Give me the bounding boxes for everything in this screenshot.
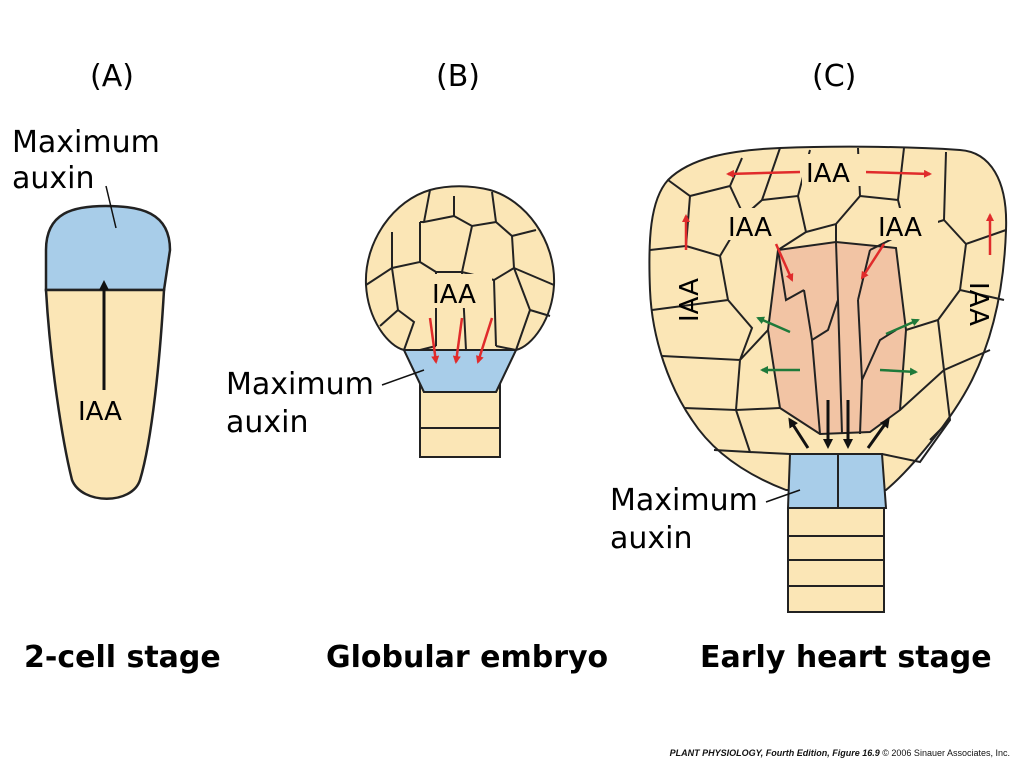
- figure-credit: PLANT PHYSIOLOGY, Fourth Edition, Figure…: [670, 748, 1010, 758]
- leader-line-c: [765, 489, 801, 503]
- iaa-label-c-right-vertical: IAA: [963, 282, 993, 326]
- iaa-arrows-b: [428, 317, 494, 364]
- iaa-right-inner-bg-c: [876, 208, 938, 240]
- stage-caption-c: Early heart stage: [700, 640, 992, 675]
- panel-c-label: (C): [812, 59, 856, 94]
- copyright-notice: © 2006 Sinauer Associates, Inc.: [882, 748, 1010, 758]
- iaa-label-c-left-inner: IAA: [728, 213, 772, 243]
- iaa-label-c-right-inner: IAA: [878, 213, 922, 243]
- globular-embryo: [364, 185, 556, 458]
- iaa-top-bg-c: [802, 154, 866, 186]
- iaa-label-c-top: IAA: [806, 159, 850, 189]
- leader-line-a: [105, 185, 117, 229]
- iaa-arrows-c-green: [756, 316, 920, 376]
- iaa-label-bg-b: [430, 274, 492, 308]
- iaa-arrows-c-red: [682, 169, 994, 282]
- panel-a-label: (A): [90, 59, 134, 94]
- two-cell-embryo: [44, 204, 172, 500]
- book-reference: PLANT PHYSIOLOGY, Fourth Edition, Figure…: [669, 748, 880, 758]
- stage-caption-a: 2-cell stage: [24, 640, 221, 675]
- max-auxin-label-b-line1: Maximum: [226, 367, 374, 402]
- stage-caption-b: Globular embryo: [326, 640, 608, 675]
- max-auxin-label-c-line1: Maximum: [610, 483, 758, 518]
- max-auxin-label-b-line2: auxin: [226, 405, 309, 440]
- iaa-arrows-c-black: [788, 400, 890, 449]
- iaa-left-inner-bg-c: [726, 208, 788, 240]
- max-auxin-label-a-line1: Maximum: [12, 125, 160, 160]
- iaa-label-a: IAA: [78, 397, 122, 427]
- iaa-label-b: IAA: [432, 280, 476, 310]
- leader-line-b: [381, 369, 425, 386]
- max-auxin-label-a-line2: auxin: [12, 161, 95, 196]
- heart-stage-embryo: [648, 145, 1008, 613]
- iaa-label-c-left-vertical: IAA: [675, 278, 705, 322]
- panel-b-label: (B): [436, 59, 480, 94]
- max-auxin-label-c-line2: auxin: [610, 521, 693, 556]
